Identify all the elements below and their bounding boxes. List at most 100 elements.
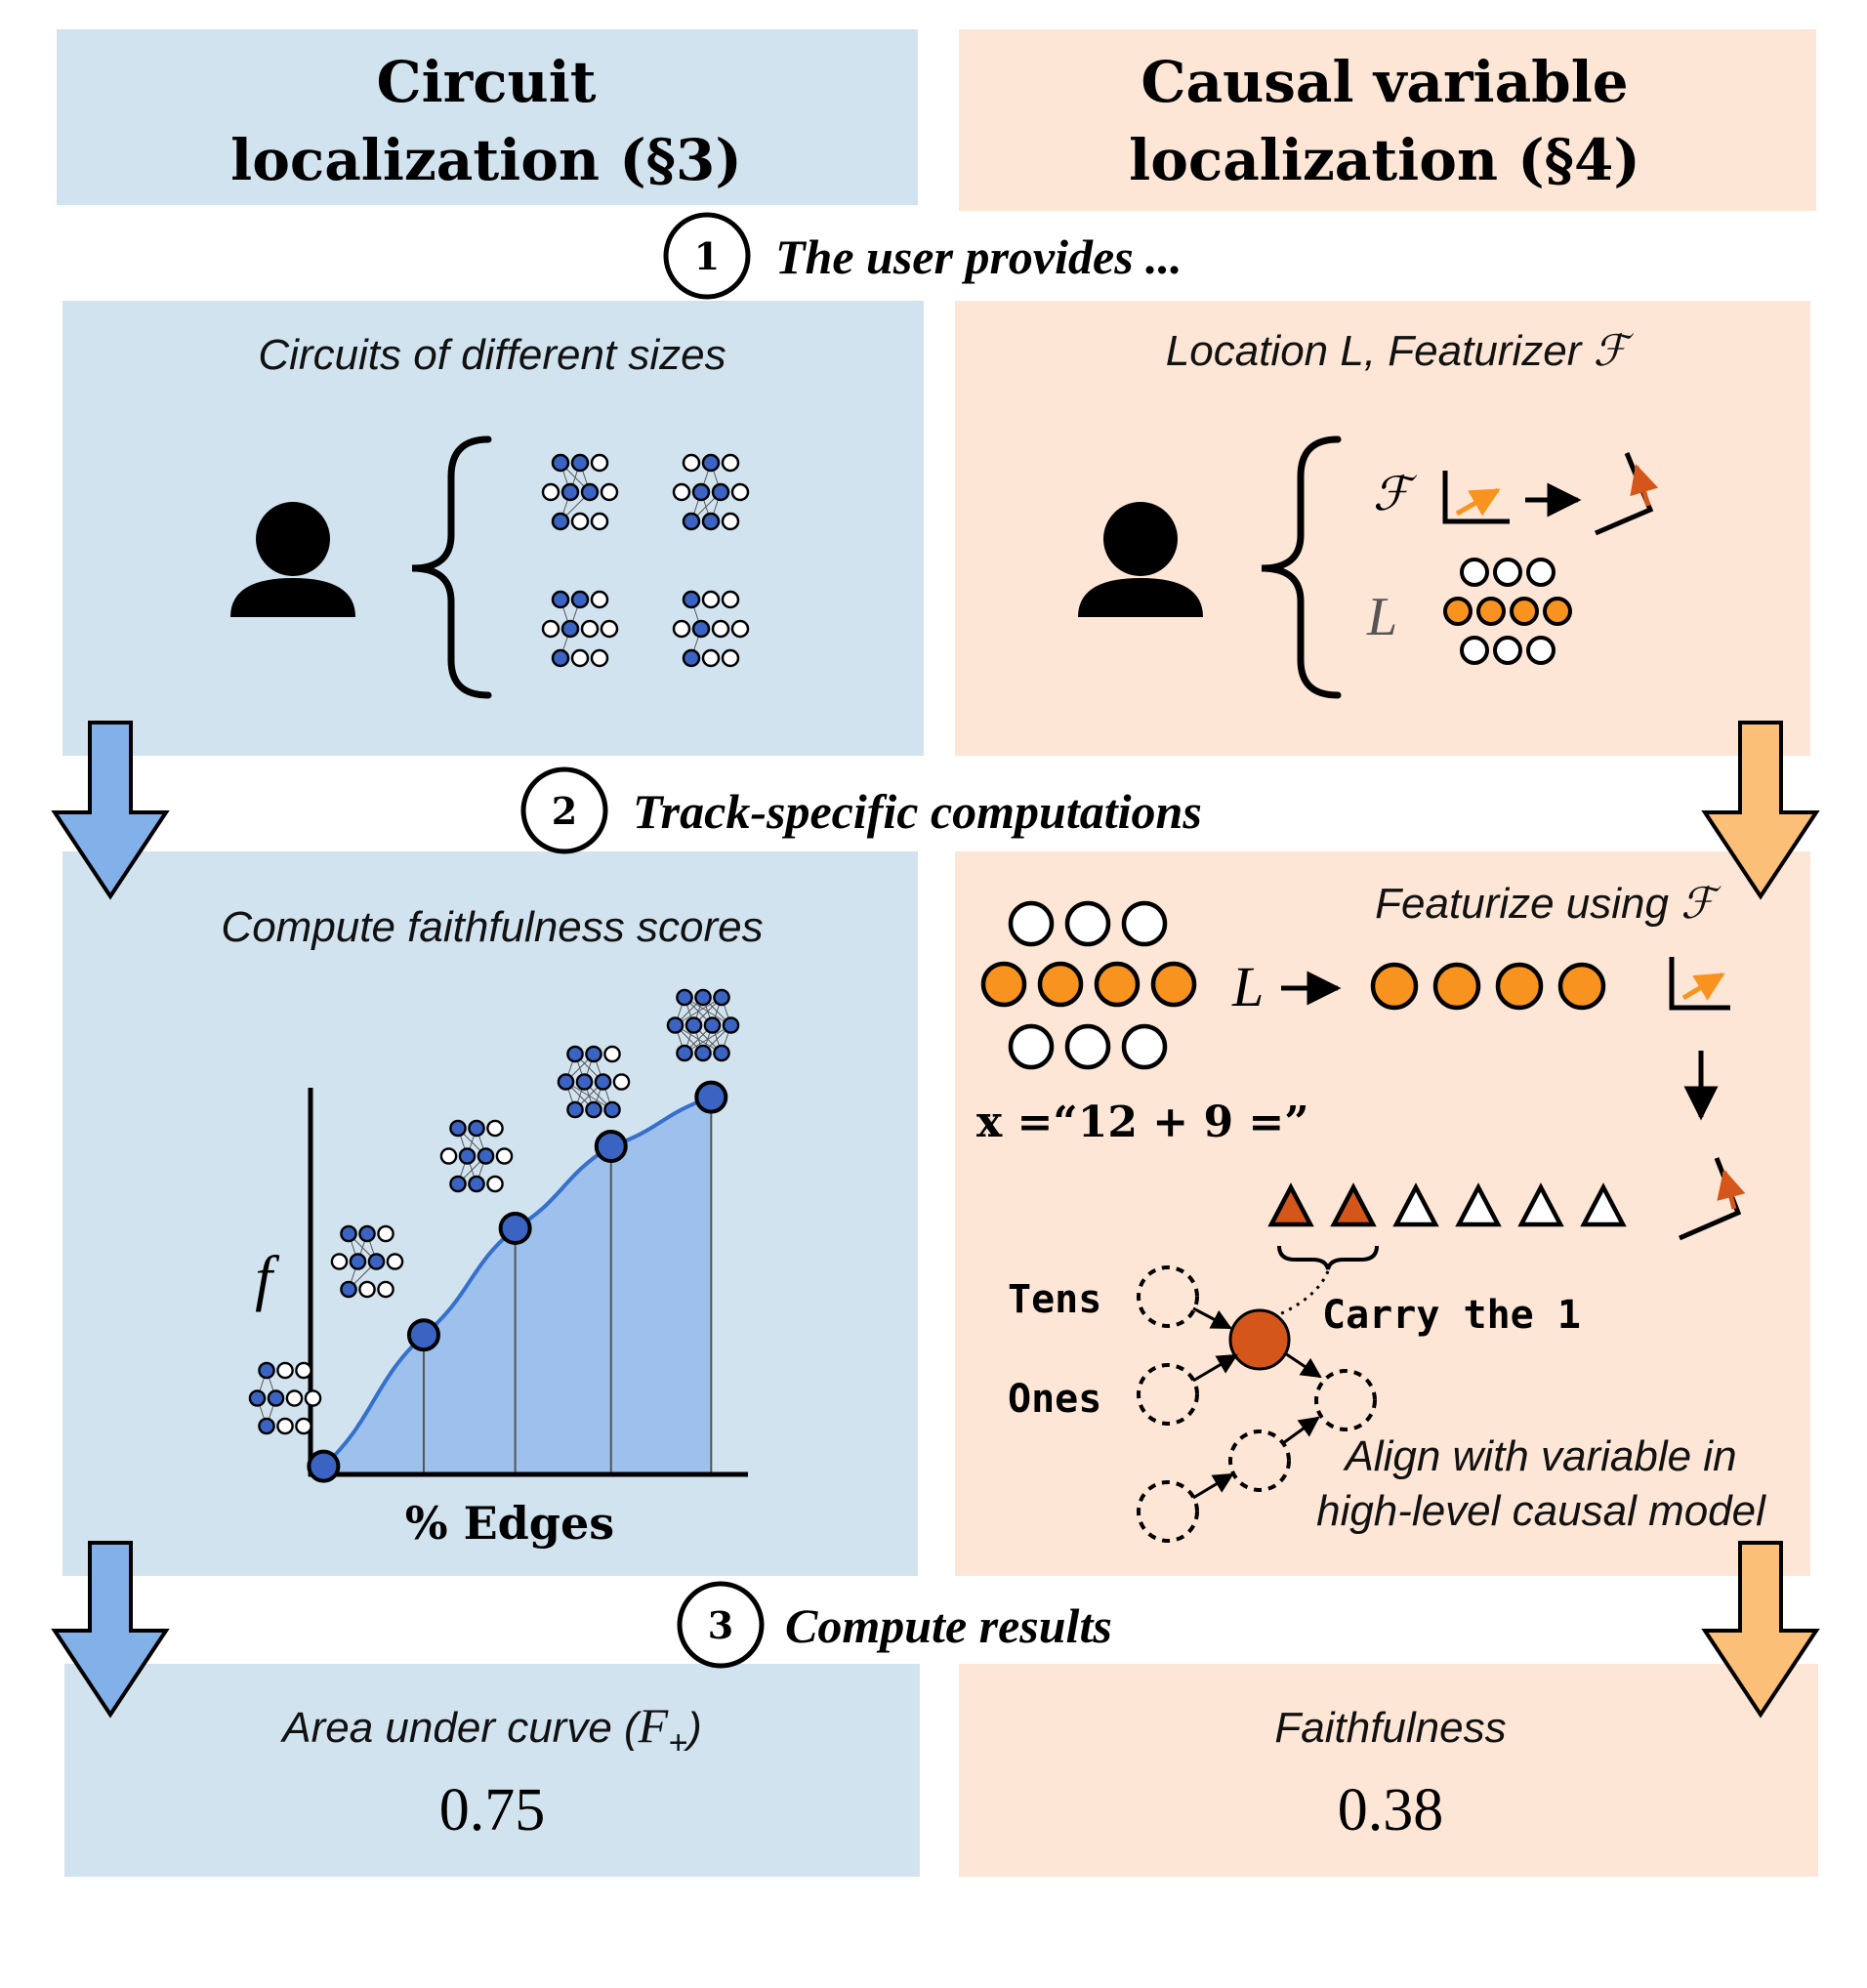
left-provides-panel [62, 301, 924, 756]
featurized-node [1557, 962, 1606, 1011]
right-result-panel [959, 1664, 1818, 1877]
right-header-line1: Causal variable [1141, 49, 1628, 115]
circuit-edge [675, 997, 723, 1026]
circuit-node [585, 1045, 602, 1063]
faithfulness-chart [248, 988, 748, 1483]
circuit-node [477, 1147, 495, 1165]
circuit-set [541, 453, 750, 668]
circuit-node [377, 1280, 394, 1299]
left-result-panel [64, 1664, 920, 1877]
left-provides-caption: Circuits of different sizes [258, 331, 726, 379]
circuit-node [600, 619, 619, 639]
result-suffix: ) [683, 1704, 702, 1752]
step-2-number: 2 [552, 789, 577, 833]
location-node [1443, 597, 1473, 626]
location-node [1493, 636, 1522, 665]
input-expression: x =“12 + 9 =” [976, 1098, 1309, 1147]
featurized-node-row [1370, 962, 1606, 1011]
circuit-icon [672, 590, 750, 668]
circuit-node [730, 619, 750, 639]
circuit-node [701, 512, 721, 531]
circuit-node [701, 453, 721, 473]
causal-model-graph: Tens Ones Carry the 1 [1008, 1265, 1581, 1543]
step-1-label: The user provides ... [775, 229, 1182, 284]
circuit-node [666, 1016, 685, 1034]
circuit-node [685, 1016, 703, 1034]
circuit-icon [672, 453, 750, 531]
circuit-node [590, 590, 609, 609]
circuit-node [691, 619, 711, 639]
featurized-node [1432, 962, 1481, 1011]
circuit-node [557, 1073, 575, 1091]
circuit-node [721, 648, 740, 668]
step-3-badge [677, 1581, 765, 1669]
middle-node [1228, 1429, 1291, 1492]
circuit-node [590, 512, 609, 531]
circuit-node [694, 1044, 712, 1062]
step-1: 1 The user provides ... [663, 212, 1182, 300]
circuit-node [721, 453, 740, 473]
circuit-node [603, 1100, 621, 1119]
circuit-node [580, 482, 600, 502]
circuit-node [358, 1280, 376, 1299]
data-point [594, 1130, 628, 1163]
circuit-node [570, 648, 590, 668]
location-node [1460, 558, 1489, 587]
circuit-node [713, 1044, 730, 1062]
ones-node [1137, 1363, 1199, 1426]
circuit-node [468, 1119, 485, 1138]
rotated-vector-icon [1595, 452, 1659, 536]
area-fill [323, 1097, 712, 1474]
step-3-label: Compute results [785, 1598, 1112, 1653]
upper-output-node [1314, 1369, 1377, 1431]
feature-triangle [1392, 1182, 1439, 1227]
circuit-node [703, 1016, 722, 1034]
right-arrow-1 [1701, 721, 1820, 900]
circuit-node [730, 482, 750, 502]
featurize-node [1064, 900, 1111, 947]
circuit-node [682, 648, 701, 668]
edge-middle-output [1282, 1416, 1320, 1445]
feature-triangle [1330, 1182, 1377, 1227]
left-header-line2: localization (§3) [230, 127, 742, 193]
triangle-feature-row [1267, 1182, 1627, 1227]
step-1-number: 1 [694, 234, 720, 278]
circuit-node [486, 1119, 504, 1138]
location-node [1476, 597, 1506, 626]
brace-link [1274, 1270, 1330, 1318]
circuit-node [541, 482, 560, 502]
circuit-node [722, 1016, 740, 1034]
featurize-node [1150, 961, 1197, 1008]
left-compute-caption: Compute faithfulness scores [221, 903, 763, 951]
step-2: 2 Track-specific computations [520, 766, 1202, 854]
user-icon [230, 502, 355, 617]
edge-tens-carry [1192, 1306, 1232, 1330]
align-caption-line2: high-level causal model [1316, 1487, 1766, 1535]
data-point [498, 1212, 532, 1245]
circuit-node [721, 512, 740, 531]
circuit-node [713, 988, 730, 1007]
left-result-caption: Area under curve (F+) [279, 1698, 701, 1761]
featurized-node [1495, 962, 1544, 1011]
circuit-node [330, 1253, 349, 1270]
circuit-icon [541, 453, 619, 531]
feature-brace [1277, 1245, 1379, 1270]
feature-triangle [1267, 1182, 1314, 1227]
featurize-node-grid [980, 900, 1197, 1070]
circuit-node [701, 648, 721, 668]
circuit-node [721, 590, 740, 609]
circuit-node [495, 1147, 514, 1165]
circuit-node [349, 1253, 367, 1270]
circuit-node [682, 590, 701, 609]
circuit-node [682, 512, 701, 531]
user-icon [1078, 502, 1203, 617]
circuit-node [449, 1119, 467, 1138]
circuit-node [600, 482, 619, 502]
featurize-node [1037, 961, 1084, 1008]
circuit-node [304, 1389, 322, 1407]
circuit-node [551, 590, 570, 609]
circuit-node [551, 453, 570, 473]
circuit-node [285, 1389, 304, 1407]
circuit-node [672, 482, 691, 502]
right-result-caption: Faithfulness [1274, 1704, 1506, 1752]
